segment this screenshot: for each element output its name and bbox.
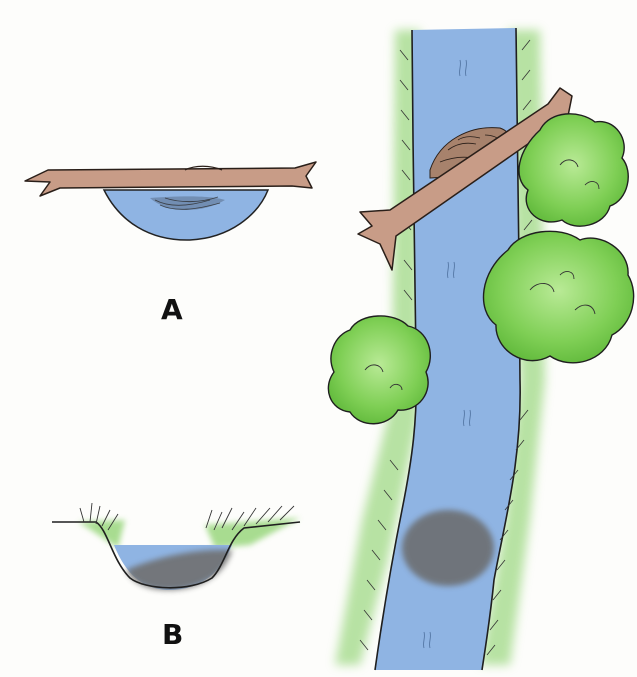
river-sediment [402,510,494,586]
diagram-b [52,503,300,590]
diagram-b-grass-left [78,520,125,548]
label-b: B [162,621,183,649]
diagram-a [25,162,316,240]
label-a: A [161,296,183,324]
river-plan-view [328,28,633,670]
diagram-b-grass-right [205,518,300,548]
shrub-mid-right [484,231,634,363]
